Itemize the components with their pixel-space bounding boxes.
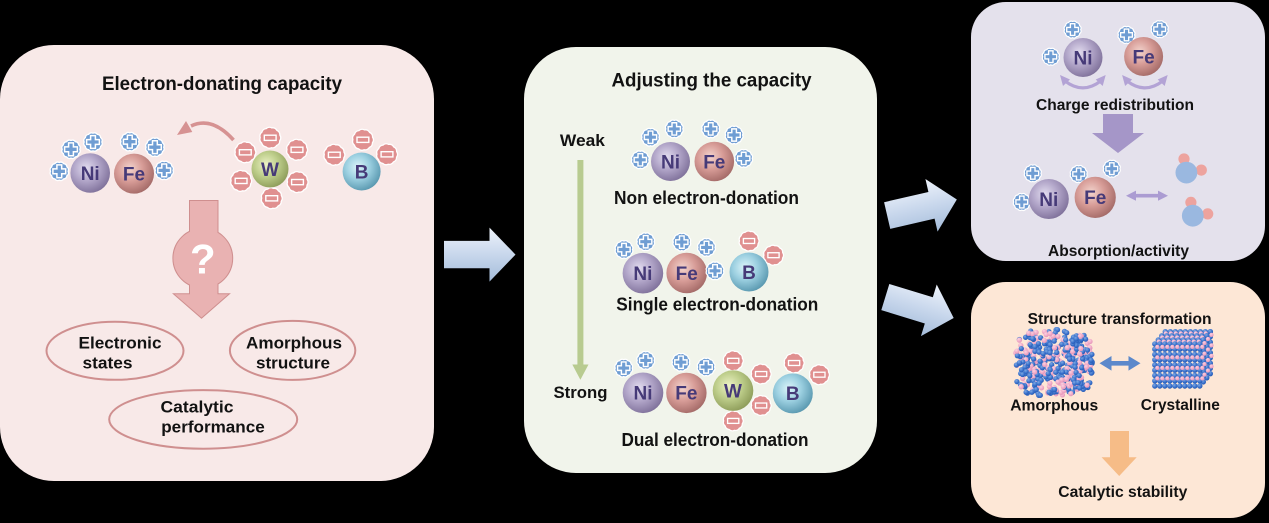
svg-text:Amorphous: Amorphous	[1010, 398, 1098, 415]
svg-text:Fe: Fe	[703, 152, 725, 173]
svg-text:W: W	[724, 381, 742, 402]
svg-text:Adjusting the capacity: Adjusting the capacity	[612, 71, 812, 92]
svg-text:structure: structure	[256, 355, 330, 373]
svg-text:Structure transformation: Structure transformation	[1028, 311, 1212, 328]
svg-text:performance: performance	[161, 418, 265, 436]
svg-text:Non electron-donation: Non electron-donation	[614, 188, 799, 208]
svg-text:Single electron-donation: Single electron-donation	[616, 294, 818, 314]
svg-text:Charge redistribution: Charge redistribution	[1036, 97, 1194, 114]
svg-text:B: B	[355, 162, 369, 183]
svg-text:Fe: Fe	[676, 264, 698, 285]
svg-text:Ni: Ni	[1074, 48, 1093, 69]
svg-text:Crystalline: Crystalline	[1141, 397, 1220, 414]
svg-text:W: W	[261, 160, 279, 181]
svg-text:Fe: Fe	[675, 384, 697, 405]
svg-text:?: ?	[190, 236, 216, 283]
svg-text:Absorption/activity: Absorption/activity	[1048, 243, 1189, 260]
svg-text:Ni: Ni	[661, 152, 680, 173]
svg-text:Dual electron-donation: Dual electron-donation	[622, 430, 809, 450]
svg-text:Strong: Strong	[554, 383, 608, 402]
svg-text:Fe: Fe	[123, 164, 145, 185]
svg-text:Fe: Fe	[1084, 188, 1106, 209]
svg-text:Catalytic: Catalytic	[161, 399, 234, 417]
svg-text:Electron-donating capacity: Electron-donating capacity	[102, 74, 342, 95]
svg-text:Fe: Fe	[1133, 47, 1155, 68]
svg-text:Amorphous: Amorphous	[246, 335, 342, 353]
svg-text:Electronic: Electronic	[79, 335, 162, 353]
svg-text:Ni: Ni	[634, 384, 653, 405]
svg-text:Weak: Weak	[560, 131, 606, 150]
svg-text:Ni: Ni	[633, 264, 652, 285]
svg-text:Catalytic stability: Catalytic stability	[1058, 484, 1187, 501]
svg-text:Ni: Ni	[81, 164, 100, 185]
svg-text:B: B	[786, 384, 800, 405]
svg-text:Ni: Ni	[1039, 190, 1058, 211]
svg-text:B: B	[742, 263, 756, 284]
svg-text:states: states	[83, 355, 133, 373]
